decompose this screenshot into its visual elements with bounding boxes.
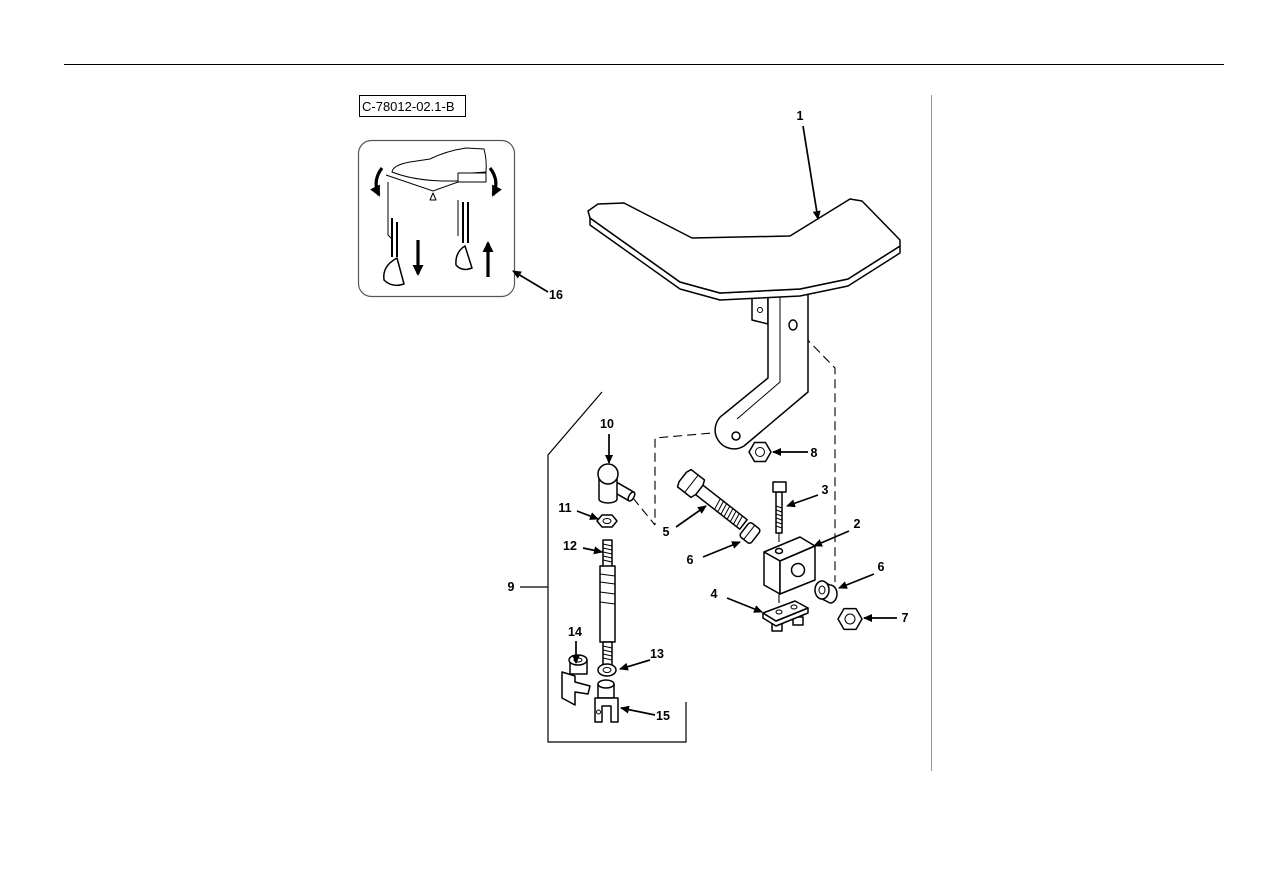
inset-rotate-left-arrow-icon bbox=[370, 167, 384, 197]
part-6-nut-left bbox=[739, 522, 761, 544]
inset-left-valve-icon bbox=[383, 257, 405, 287]
part-10-stud-end bbox=[627, 491, 636, 502]
pedal-plate bbox=[587, 198, 901, 294]
callout-15-arrow bbox=[620, 705, 656, 716]
callout-8-label: 8 bbox=[811, 446, 818, 460]
callout-3-label: 3 bbox=[822, 483, 829, 497]
part-7-nut bbox=[837, 607, 863, 631]
inset-left-link bbox=[387, 182, 393, 240]
assembly-line-stud bbox=[632, 497, 656, 526]
part-5-bolt-head-facet bbox=[684, 474, 699, 493]
part-2-block-top-hole bbox=[774, 547, 784, 555]
part-13-washer bbox=[597, 663, 617, 677]
pedal-arm-edge bbox=[736, 296, 781, 420]
part-8-nut bbox=[748, 441, 772, 463]
part-15-clevis-fork bbox=[594, 697, 619, 723]
part-10-ball-stud bbox=[597, 463, 636, 504]
part-5-bolt bbox=[676, 468, 748, 530]
callout-13-label: 13 bbox=[650, 647, 664, 661]
callout-6-right-label: 6 bbox=[878, 560, 885, 574]
part-15-clevis-top bbox=[597, 679, 615, 689]
part-7-nut-bore bbox=[844, 613, 856, 625]
pedal-arm-hole-upper bbox=[788, 319, 798, 331]
inset-left-rod bbox=[391, 218, 398, 257]
inset-right-valve-icon bbox=[455, 245, 473, 271]
part-6-nut-right-bore bbox=[818, 585, 826, 595]
part-3-bolt-thread bbox=[775, 505, 783, 529]
part-12-rod-body-lines bbox=[599, 573, 616, 605]
callout-4-label: 4 bbox=[711, 587, 718, 601]
part-8-nut-bore bbox=[755, 447, 765, 457]
callout-5-arrow bbox=[675, 505, 707, 528]
callout-2-arrow bbox=[813, 530, 850, 547]
part-15-clevis-hole bbox=[596, 709, 601, 715]
callout-11-arrow bbox=[576, 510, 599, 520]
part-3-bolt-head bbox=[772, 481, 787, 493]
inset-right-rod bbox=[462, 202, 469, 243]
operation-inset bbox=[357, 139, 516, 298]
callout-1-arrow bbox=[802, 125, 821, 220]
part-6-nut-right-face bbox=[814, 580, 830, 600]
part-5-bolt-thread bbox=[714, 498, 743, 527]
part-10-stud bbox=[611, 481, 636, 502]
part-2-block-side-hole bbox=[790, 562, 806, 578]
callout-12-label: 12 bbox=[563, 539, 577, 553]
part-12-rod-lower-thread-lines bbox=[602, 645, 613, 661]
callout-6-right-arrow bbox=[838, 573, 875, 589]
callout-6-left-label: 6 bbox=[687, 553, 694, 567]
callout-3-arrow bbox=[786, 494, 819, 508]
part-15-clevis bbox=[594, 679, 619, 723]
callout-15-label: 15 bbox=[656, 709, 670, 723]
inset-rotate-right-arrow-icon bbox=[488, 167, 502, 197]
figure-id-box bbox=[359, 95, 466, 117]
callout-1-label: 1 bbox=[797, 109, 804, 123]
figure-id: C-78012-02.1-B bbox=[362, 99, 455, 114]
part-10-ball bbox=[597, 463, 619, 485]
callout-5-label: 5 bbox=[663, 525, 670, 539]
part-11-nut bbox=[596, 514, 618, 528]
part-4-plate-hole-right bbox=[790, 604, 798, 610]
callout-12-arrow bbox=[582, 546, 603, 555]
pedal-arm-hole-lower bbox=[731, 431, 741, 441]
pedal-arm bbox=[714, 289, 809, 450]
part-14-clip-ring bbox=[568, 654, 588, 666]
callout-11-label: 11 bbox=[558, 501, 571, 515]
arm-bracket bbox=[751, 295, 769, 325]
callout-6-left-arrow bbox=[702, 541, 741, 558]
part-11-nut-bore bbox=[602, 518, 612, 524]
callout-13-arrow bbox=[619, 659, 651, 671]
callout-16-label: 16 bbox=[549, 288, 563, 302]
callout-16-arrow bbox=[512, 270, 549, 293]
callout-2-label: 2 bbox=[854, 517, 861, 531]
callout-10-label: 10 bbox=[600, 417, 614, 431]
callout-14-label: 14 bbox=[568, 625, 582, 639]
callout-9-label: 9 bbox=[508, 580, 515, 594]
arm-bracket-hole bbox=[757, 307, 763, 313]
assembly-line-arm-to-stud bbox=[654, 431, 725, 525]
part-4-plate-hole-left bbox=[775, 609, 783, 615]
inset-shoe-heel bbox=[457, 172, 487, 183]
part-12-rod-upper-thread-lines bbox=[602, 543, 613, 563]
part-5-bolt-head bbox=[676, 468, 706, 499]
callout-7-label: 7 bbox=[902, 611, 909, 625]
part-6-nut-left-facet bbox=[743, 524, 756, 540]
part-13-washer-bore bbox=[602, 667, 612, 673]
kit-bracket bbox=[547, 391, 687, 743]
inset-pivot-icon bbox=[429, 192, 437, 201]
part-14-clip-strip bbox=[561, 671, 591, 706]
callout-4-arrow bbox=[726, 597, 763, 613]
